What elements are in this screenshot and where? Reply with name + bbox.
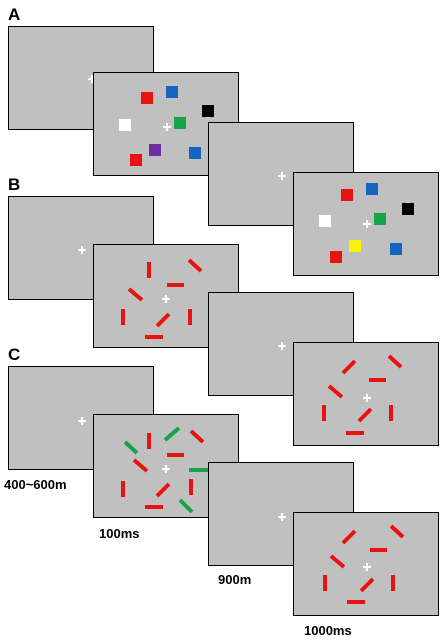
square-green	[174, 117, 186, 129]
square-black	[202, 105, 214, 117]
square-white	[319, 215, 331, 227]
timing-memory: 100ms	[99, 526, 140, 541]
bar-red	[387, 354, 403, 369]
square-blue	[166, 86, 178, 98]
fixation-cross	[363, 394, 371, 402]
bar-red	[359, 577, 375, 593]
bar-red	[327, 384, 344, 399]
timing-test: 1000ms	[304, 623, 352, 638]
bar-red	[341, 529, 357, 545]
square-blue	[189, 147, 201, 159]
bar-red	[132, 458, 149, 473]
panel-label-a: A	[8, 5, 21, 24]
bar-green	[163, 426, 181, 442]
square-blue	[366, 183, 378, 195]
fixation-cross	[363, 563, 371, 571]
timing-fixation: 400~600m	[4, 477, 67, 492]
fixation-cross	[278, 342, 286, 350]
square-green	[374, 213, 386, 225]
fixation-cross	[278, 513, 286, 521]
square-red	[341, 189, 353, 201]
square-yellow	[349, 240, 361, 252]
bar-red	[155, 312, 171, 328]
bar-red	[357, 407, 373, 423]
fixation-cross	[363, 220, 371, 228]
fixation-cross	[78, 246, 86, 254]
bar-red	[155, 482, 171, 498]
square-red	[141, 92, 153, 104]
bar-red	[329, 554, 346, 569]
fixation-cross	[78, 417, 86, 425]
panel-label-b: B	[8, 175, 21, 194]
fixation-cross	[278, 172, 286, 180]
bar-red	[389, 524, 405, 539]
screen-a-test	[293, 172, 439, 276]
fixation-cross	[163, 123, 171, 131]
screen-b-test	[293, 342, 439, 446]
square-red	[330, 251, 342, 263]
bar-red	[127, 287, 144, 302]
bar-green	[178, 498, 194, 514]
bar-red	[341, 359, 357, 375]
square-white	[119, 119, 131, 131]
square-purple	[149, 144, 161, 156]
square-black	[402, 203, 414, 215]
bar-green	[123, 440, 139, 455]
fixation-cross	[162, 465, 170, 473]
square-red	[130, 154, 142, 166]
screen-c-test	[293, 512, 439, 616]
timing-retention: 900m	[218, 572, 252, 587]
bar-red	[189, 429, 205, 444]
bar-red	[187, 258, 203, 273]
fixation-cross	[162, 295, 170, 303]
square-blue	[390, 243, 402, 255]
panel-label-c: C	[8, 345, 21, 364]
